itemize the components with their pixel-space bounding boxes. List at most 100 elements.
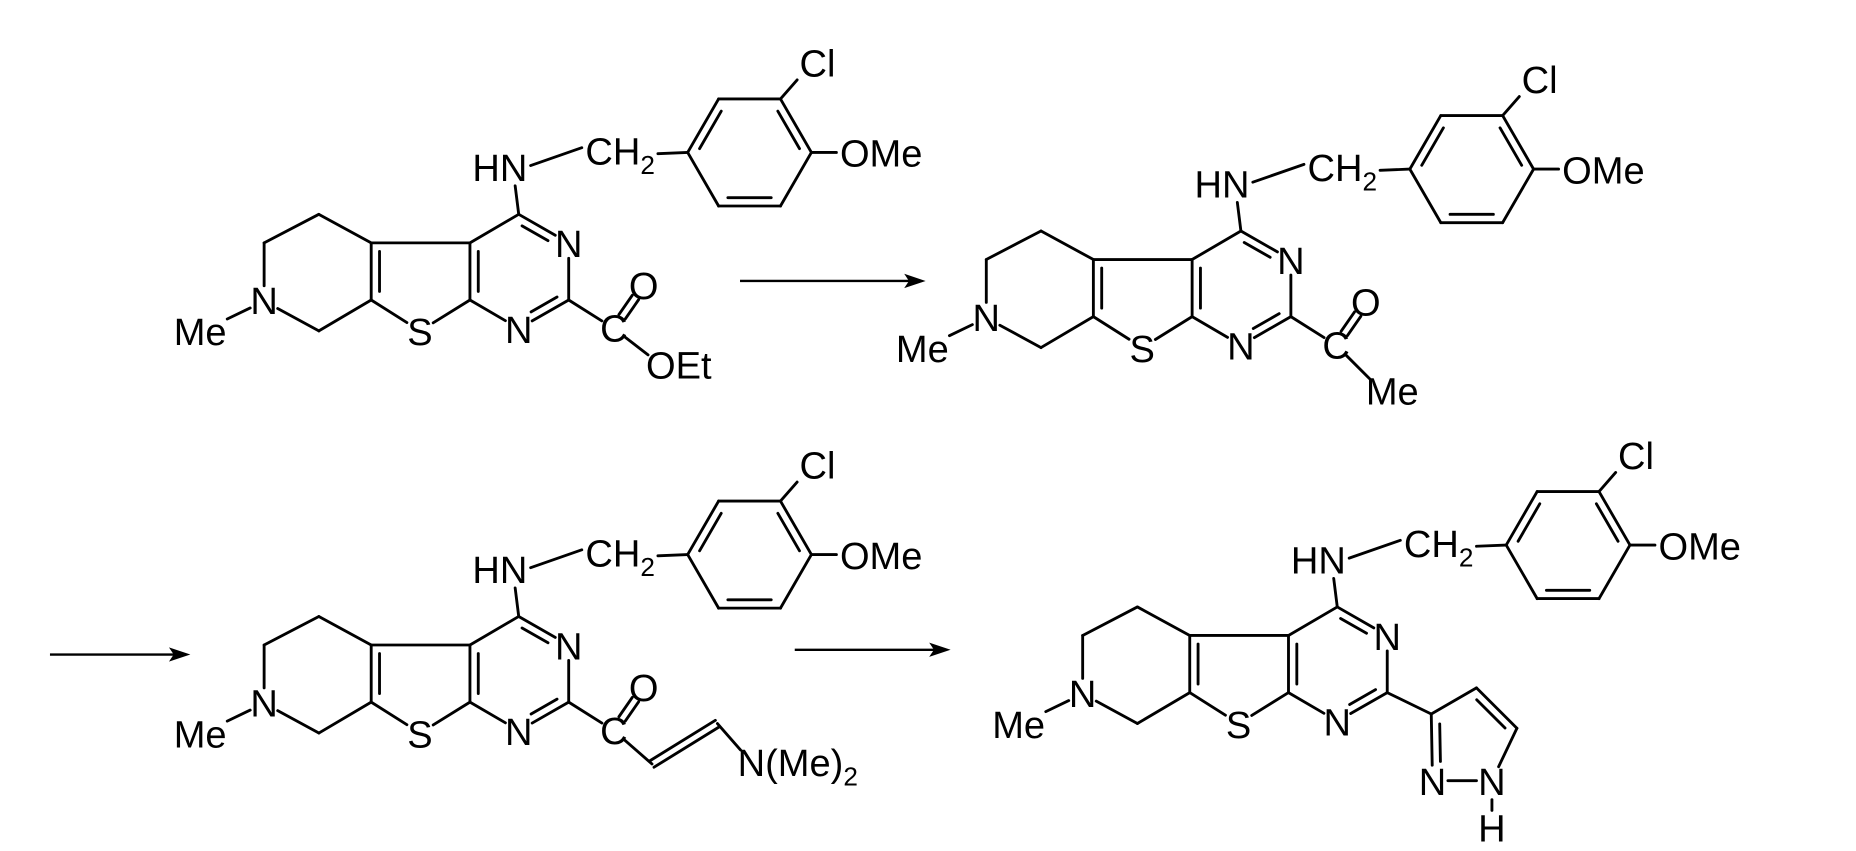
bond bbox=[319, 300, 371, 331]
bond bbox=[569, 300, 602, 321]
bond bbox=[1093, 317, 1129, 340]
bond bbox=[371, 300, 407, 323]
bond bbox=[319, 616, 371, 645]
pyrazole-n1-label: N bbox=[1478, 762, 1506, 804]
bond bbox=[700, 513, 722, 550]
acetyl-methyl-label: Me bbox=[1366, 372, 1419, 414]
bond bbox=[227, 710, 250, 721]
pyrimidine-n3-label: N bbox=[1277, 241, 1305, 283]
amine-nh-label: HN bbox=[1291, 541, 1346, 583]
bond bbox=[688, 555, 719, 609]
bond bbox=[515, 588, 519, 617]
dimethylamino-text: N(Me) bbox=[738, 743, 844, 785]
carbonyl-oxygen-label: O bbox=[629, 266, 659, 308]
bond bbox=[1503, 169, 1534, 223]
chlorine-label: Cl bbox=[1522, 60, 1558, 102]
methoxy-label: OMe bbox=[840, 134, 922, 176]
n-methyl-label: Me bbox=[896, 329, 949, 371]
bond-layer bbox=[1046, 472, 1655, 810]
pyrimidine-n1-label: N bbox=[1324, 702, 1352, 744]
methylene-ch: CH bbox=[585, 131, 640, 173]
bond bbox=[1137, 693, 1189, 724]
bond bbox=[1253, 164, 1304, 182]
methoxy-label: OMe bbox=[840, 536, 922, 578]
carbonyl-carbon-label: C bbox=[600, 309, 628, 351]
bond bbox=[1476, 688, 1516, 728]
piperidine-nitrogen-label: N bbox=[250, 683, 278, 725]
chlorine-label: Cl bbox=[800, 43, 836, 85]
pyrazole-product-molecule: Cl OMe CH2 HN N N S N Me N N H bbox=[992, 436, 1741, 850]
bond bbox=[650, 720, 715, 760]
bond bbox=[1237, 202, 1241, 231]
bond bbox=[470, 300, 505, 321]
bond bbox=[654, 727, 719, 767]
amine-nh-label: HN bbox=[1195, 165, 1250, 207]
methylene-label: CH2 bbox=[1404, 524, 1474, 573]
pyrimidine-n1-label: N bbox=[1227, 326, 1255, 368]
methylene-ch: CH bbox=[1308, 148, 1363, 190]
bond bbox=[1349, 540, 1400, 558]
bond bbox=[531, 148, 582, 166]
bond bbox=[625, 337, 648, 355]
bond bbox=[1337, 607, 1374, 628]
bond bbox=[1476, 545, 1506, 546]
carbonyl-carbon-label: C bbox=[600, 711, 628, 753]
methyl-ketone-molecule: Cl OMe CH2 HN N N S N Me C O Me bbox=[896, 60, 1645, 414]
bond bbox=[1000, 325, 1041, 347]
bond bbox=[470, 616, 519, 645]
bond bbox=[1192, 317, 1227, 338]
bond bbox=[319, 702, 371, 733]
dimethylamino-subscript: 2 bbox=[843, 761, 858, 791]
bond bbox=[470, 214, 519, 243]
bond bbox=[532, 300, 569, 321]
bond bbox=[1288, 607, 1337, 636]
bond bbox=[1083, 607, 1138, 636]
bond bbox=[1431, 714, 1432, 765]
methoxy-label: OMe bbox=[1659, 526, 1741, 568]
pyrimidine-n3-label: N bbox=[555, 224, 583, 266]
bond bbox=[1041, 231, 1093, 260]
bond bbox=[227, 308, 250, 319]
methylene-subscript: 2 bbox=[640, 552, 655, 582]
bond bbox=[433, 702, 470, 725]
methylene-subscript: 2 bbox=[1363, 167, 1378, 197]
bond bbox=[433, 300, 470, 323]
reaction-arrow-1 bbox=[740, 274, 926, 288]
bond bbox=[1518, 504, 1540, 541]
bond bbox=[778, 111, 800, 148]
amine-nh-label: HN bbox=[472, 550, 527, 592]
bond bbox=[1506, 545, 1537, 599]
methylene-subscript: 2 bbox=[1459, 542, 1474, 572]
bond bbox=[1291, 317, 1324, 338]
bond bbox=[778, 513, 800, 550]
pyrimidine-n3-label: N bbox=[1373, 617, 1401, 659]
bond bbox=[519, 616, 556, 637]
bond bbox=[1252, 693, 1289, 716]
bond bbox=[1503, 97, 1520, 116]
enaminone-molecule: Cl OMe CH2 HN N N S N Me C O N(Me)2 bbox=[174, 445, 923, 791]
bond bbox=[1190, 693, 1226, 716]
bond bbox=[780, 80, 797, 99]
n-methyl-label: Me bbox=[174, 714, 227, 756]
thiophene-sulfur-label: S bbox=[407, 714, 432, 756]
bond bbox=[1288, 693, 1323, 714]
bond bbox=[780, 152, 811, 206]
bond bbox=[1596, 504, 1618, 541]
starting-ester-molecule: Cl OMe CH2 HN N N S N Me C O OEt bbox=[174, 43, 923, 387]
bond bbox=[658, 152, 688, 153]
bond bbox=[625, 740, 652, 764]
reaction-arrow-3 bbox=[795, 643, 951, 657]
pyrimidine-n1-label: N bbox=[505, 310, 533, 352]
thiophene-sulfur-label: S bbox=[1226, 705, 1251, 747]
piperidine-nitrogen-label: N bbox=[1069, 674, 1097, 716]
ethoxy-label: OEt bbox=[646, 346, 712, 388]
bond bbox=[1440, 724, 1441, 762]
carbonyl-carbon-label: C bbox=[1322, 325, 1350, 367]
bond bbox=[1422, 128, 1444, 165]
dimethylamino-label: N(Me)2 bbox=[738, 743, 858, 792]
bond bbox=[515, 186, 519, 215]
reaction-arrow-2 bbox=[50, 647, 190, 661]
bond bbox=[319, 214, 371, 243]
bond bbox=[1431, 688, 1476, 714]
thiophene-sulfur-label: S bbox=[407, 312, 432, 354]
